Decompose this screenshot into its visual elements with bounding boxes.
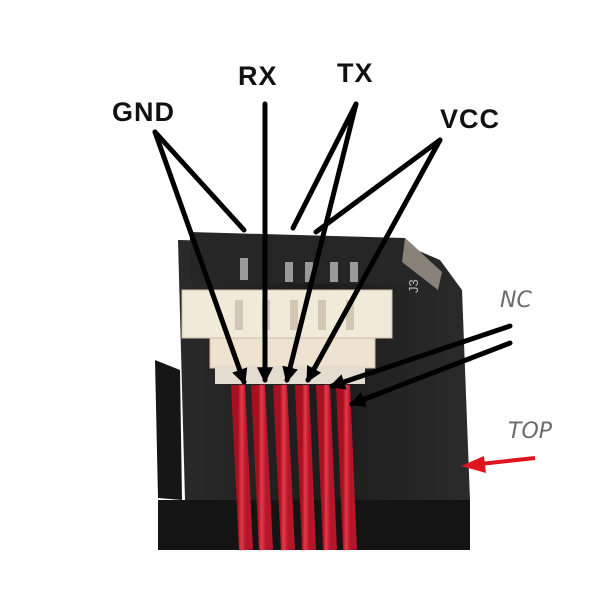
tx-arrow-right <box>282 101 359 384</box>
nc-arrow-top <box>328 323 513 390</box>
gnd-label: GND <box>112 97 175 127</box>
wire-bundle <box>231 384 357 551</box>
tx-arrow-left <box>290 101 359 231</box>
annotation-arrows <box>152 101 513 407</box>
gnd-arrow-left <box>152 129 247 233</box>
vcc-arrow-left <box>313 137 443 235</box>
top-arrow <box>461 456 536 473</box>
vcc-label: VCC <box>440 104 501 134</box>
top-label: TOP <box>508 419 553 444</box>
nc-label: NC <box>500 288 532 313</box>
tx-label: TX <box>337 58 374 88</box>
nc-arrow-bottom <box>349 340 513 407</box>
vcc-arrow-right <box>305 137 443 383</box>
rx-label: RX <box>238 61 278 91</box>
connector-marking: J3 <box>406 279 421 293</box>
gnd-arrow-right <box>152 129 248 386</box>
pin-header <box>240 258 358 282</box>
